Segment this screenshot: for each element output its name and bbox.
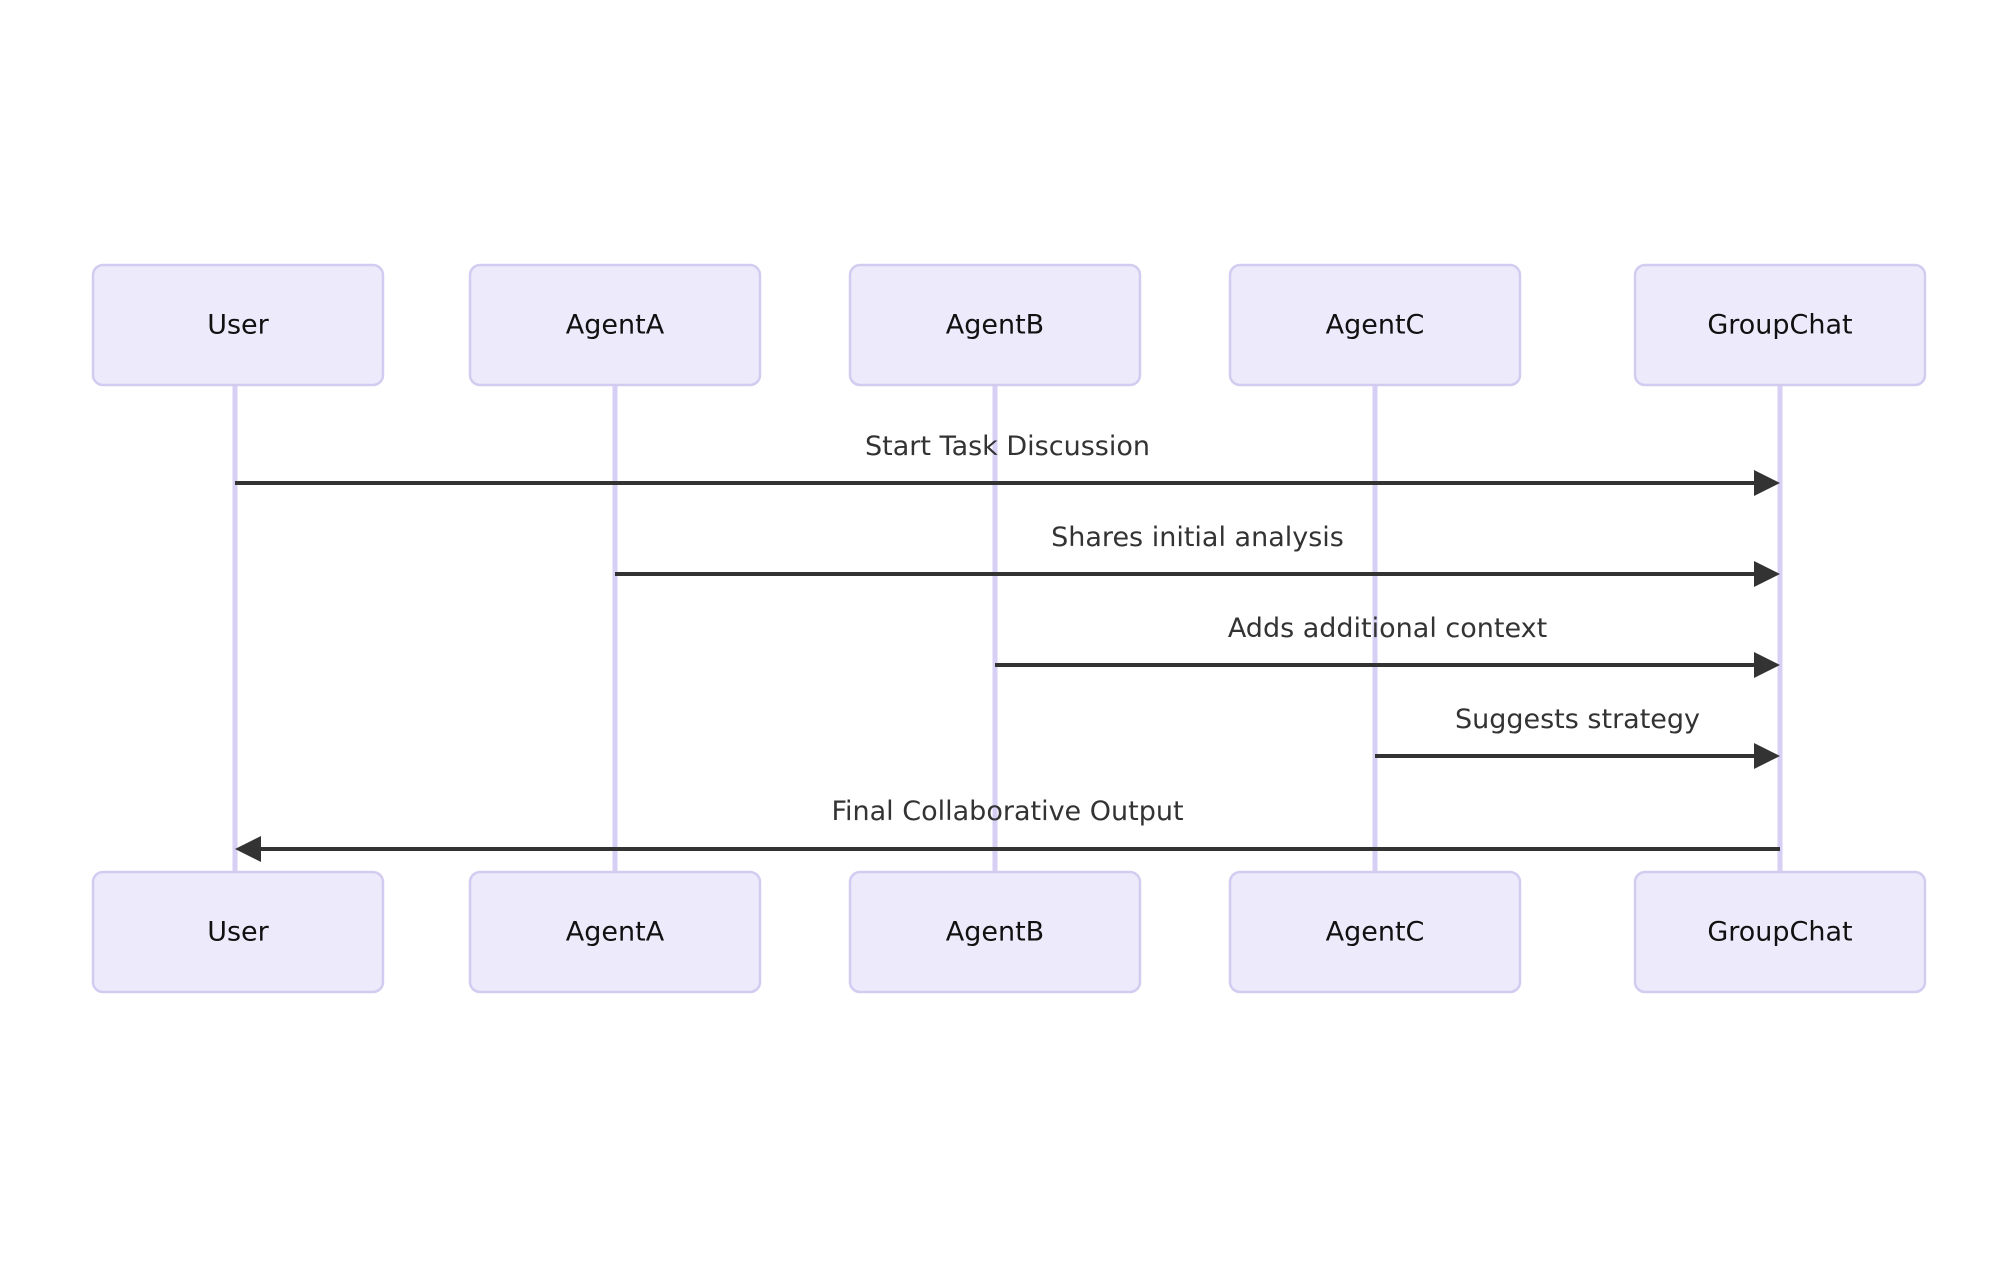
participant-box-agentc-top[interactable] — [1228, 263, 1522, 387]
message-arrowhead-2 — [1754, 561, 1780, 587]
message-arrowhead-5 — [235, 836, 261, 862]
message-5: Final Collaborative Output — [235, 796, 1780, 862]
message-arrowhead-1 — [1754, 470, 1780, 496]
participant-box-agentc-bottom[interactable] — [1228, 870, 1522, 994]
message-label-3: Adds additional context — [1228, 613, 1547, 644]
message-label-1: Start Task Discussion — [865, 431, 1150, 462]
message-label-4: Suggests strategy — [1455, 704, 1700, 735]
participants-top-group: User AgentA AgentB AgentC GroupChat — [91, 263, 1927, 387]
message-3: Adds additional context — [995, 613, 1780, 678]
message-2: Shares initial analysis — [615, 522, 1780, 587]
participant-box-agenta-top[interactable] — [468, 263, 762, 387]
participant-user-top[interactable]: User — [91, 263, 385, 387]
message-arrowhead-4 — [1754, 743, 1780, 769]
participant-agenta-bottom[interactable]: AgentA — [468, 870, 762, 994]
participant-groupchat-bottom[interactable]: GroupChat — [1633, 870, 1927, 994]
participant-agenta-top[interactable]: AgentA — [468, 263, 762, 387]
participant-groupchat-top[interactable]: GroupChat — [1633, 263, 1927, 387]
participant-box-groupchat-top[interactable] — [1633, 263, 1927, 387]
participant-agentc-bottom[interactable]: AgentC — [1228, 870, 1522, 994]
participant-label-agenta-top: AgentA — [566, 310, 665, 341]
message-label-5: Final Collaborative Output — [831, 796, 1183, 827]
message-label-2: Shares initial analysis — [1051, 522, 1344, 553]
participant-label-agentc-bottom: AgentC — [1326, 917, 1425, 948]
participant-label-agentb-bottom: AgentB — [946, 917, 1044, 948]
lifelines-group — [232, 385, 1783, 872]
participant-box-user-bottom[interactable] — [91, 870, 385, 994]
participant-agentc-top[interactable]: AgentC — [1228, 263, 1522, 387]
participant-agentb-top[interactable]: AgentB — [848, 263, 1142, 387]
participant-user-bottom[interactable]: User — [91, 870, 385, 994]
message-arrowhead-3 — [1754, 652, 1780, 678]
participant-label-agentc-top: AgentC — [1326, 310, 1425, 341]
participant-box-agentb-top[interactable] — [848, 263, 1142, 387]
participant-label-groupchat-top: GroupChat — [1707, 310, 1852, 341]
participants-bottom-group: User AgentA AgentB AgentC GroupChat — [91, 870, 1927, 994]
participant-label-user-bottom: User — [207, 917, 269, 948]
participant-box-user-top[interactable] — [91, 263, 385, 387]
participant-label-agentb-top: AgentB — [946, 310, 1044, 341]
message-4: Suggests strategy — [1375, 704, 1780, 769]
participant-box-groupchat-bottom[interactable] — [1633, 870, 1927, 994]
participant-label-user-top: User — [207, 310, 269, 341]
participant-box-agenta-bottom[interactable] — [468, 870, 762, 994]
participant-label-agenta-bottom: AgentA — [566, 917, 665, 948]
participant-label-groupchat-bottom: GroupChat — [1707, 917, 1852, 948]
participant-box-agentb-bottom[interactable] — [848, 870, 1142, 994]
message-1: Start Task Discussion — [235, 431, 1780, 496]
participant-agentb-bottom[interactable]: AgentB — [848, 870, 1142, 994]
